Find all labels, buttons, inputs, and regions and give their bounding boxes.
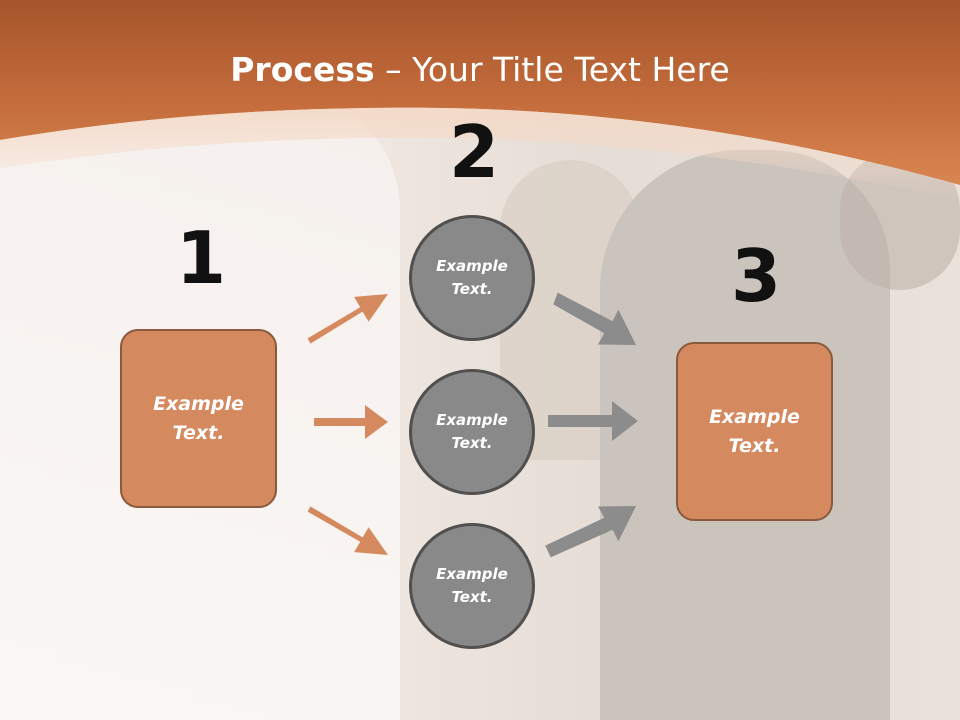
circle-2-text-line1: Example [436,411,508,429]
arrow-orange-up [307,294,388,344]
circle-3-text-line2: Text. [451,588,493,606]
arrow-gray-down [553,292,636,345]
step-number-1: 1 [176,216,227,300]
arrow-orange-right [314,405,388,439]
arrow-gray-right [548,401,638,441]
title-bold: Process [230,50,375,89]
step-1-text-line2: Text. [172,421,225,444]
circle-3-text-line1: Example [436,565,508,583]
step-number-2: 2 [449,110,500,194]
step-1-text-line1: Example [153,392,244,415]
circle-1-text-line1: Example [436,257,508,275]
slide-title: Process – Your Title Text Here [0,50,960,89]
step-3-text-line1: Example [709,405,800,428]
circle-1-text-line2: Text. [451,280,493,298]
title-rest: – Your Title Text Here [374,50,730,89]
circle-2-text-line2: Text. [451,434,493,452]
arrow-orange-down [307,506,388,555]
step-number-3: 3 [731,234,782,318]
step-3-text-line2: Text. [728,434,781,457]
header-band [0,0,960,200]
arrow-gray-up [545,506,636,558]
